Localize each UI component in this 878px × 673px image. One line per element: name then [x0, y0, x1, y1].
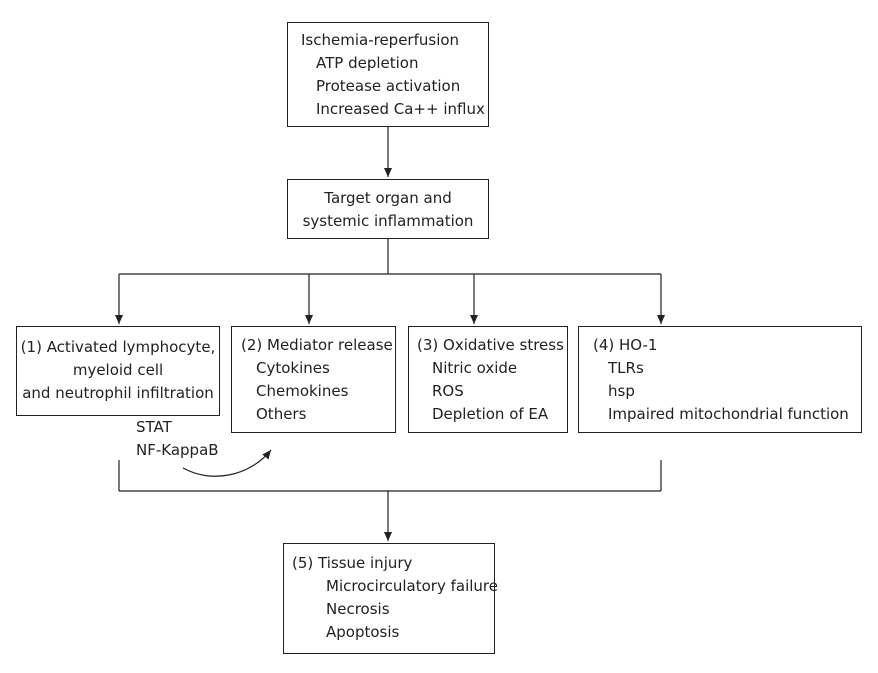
- ischemia-item: Protease activation: [316, 77, 461, 95]
- box2-item: Others: [256, 405, 307, 423]
- box5-item: Microcirculatory failure: [326, 577, 498, 595]
- box3-item: Nitric oxide: [432, 359, 518, 377]
- ischemia-item: ATP depletion: [316, 54, 419, 72]
- ho1-box: (4) HO-1 TLRs hsp Impaired mitochondrial…: [578, 326, 862, 433]
- ischemia-title: Ischemia-reperfusion: [301, 31, 460, 49]
- box2-item: Chemokines: [256, 382, 349, 400]
- box5-item: Apoptosis: [326, 623, 400, 641]
- target-line: systemic inflammation: [302, 212, 474, 230]
- box4-item: TLRs: [608, 359, 644, 377]
- signal-labels: STAT NF-KappaB: [136, 416, 219, 462]
- box1-line: (1) Activated lymphocyte,: [20, 338, 216, 356]
- box2-title: (2) Mediator release: [241, 336, 393, 354]
- box3-item: ROS: [432, 382, 464, 400]
- target-line: Target organ and: [324, 189, 452, 207]
- box1-line: myeloid cell: [72, 361, 164, 379]
- oxidative-stress-box: (3) Oxidative stress Nitric oxide ROS De…: [408, 326, 568, 433]
- box3-title: (3) Oxidative stress: [417, 336, 564, 354]
- box1-line: and neutrophil infiltration: [22, 384, 214, 402]
- box4-title: (4) HO-1: [593, 336, 658, 354]
- box4-item: hsp: [608, 382, 635, 400]
- lymphocyte-infiltration-box: (1) Activated lymphocyte, myeloid cell a…: [16, 326, 220, 416]
- stat-label: STAT: [136, 418, 172, 436]
- box2-item: Cytokines: [256, 359, 330, 377]
- tissue-injury-box: (5) Tissue injury Microcirculatory failu…: [283, 543, 498, 654]
- box3-item: Depletion of EA: [432, 405, 549, 423]
- mediator-release-box: (2) Mediator release Cytokines Chemokine…: [231, 326, 396, 433]
- box5-item: Necrosis: [326, 600, 390, 618]
- box5-title: (5) Tissue injury: [292, 554, 413, 572]
- ischemia-reperfusion-box: Ischemia-reperfusion ATP depletion Prote…: [287, 22, 489, 127]
- target-organ-box: Target organ and systemic inflammation: [287, 179, 489, 239]
- nf-kappab-label: NF-KappaB: [136, 441, 219, 459]
- curved-arrow-nfkb-to-mediators: [182, 449, 272, 477]
- box4-item: Impaired mitochondrial function: [608, 405, 849, 423]
- ischemia-item: Increased Ca++ influx: [316, 100, 485, 118]
